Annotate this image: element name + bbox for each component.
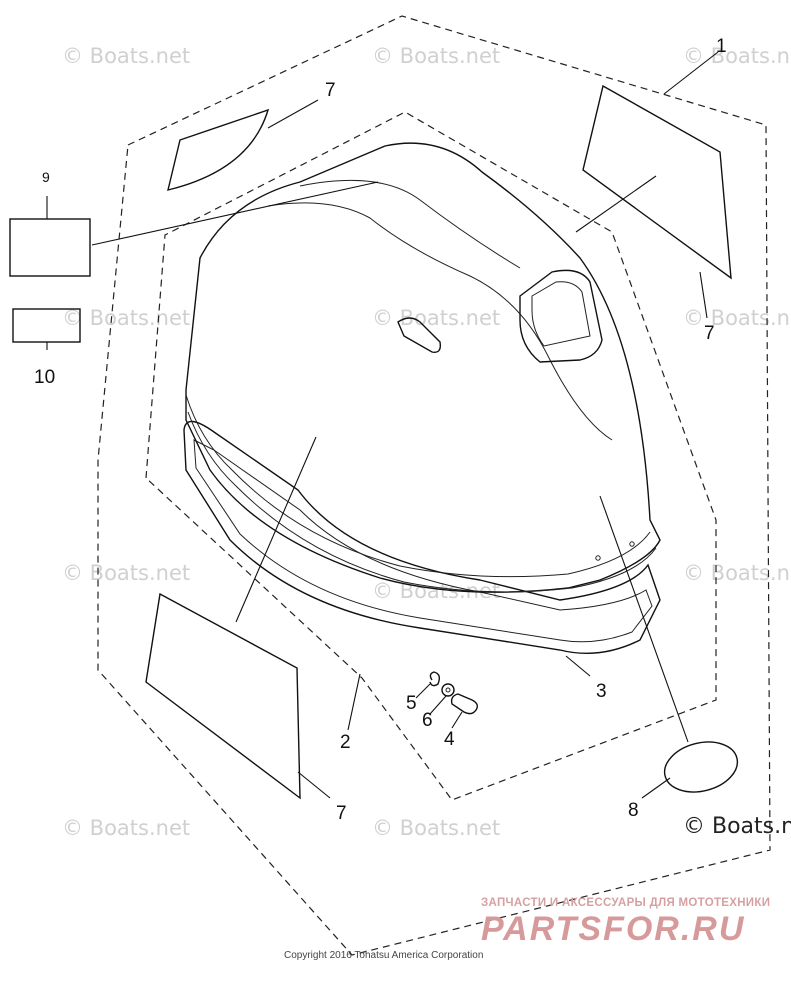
cowl-seal-inner (193, 439, 653, 643)
watermark-corner: © Boats.n (683, 814, 791, 839)
watermark: © Boats.net (683, 44, 791, 68)
callout-2: 2 (340, 732, 351, 753)
engine-cover-crease (267, 202, 613, 441)
engine-cover-crease-upper (299, 179, 521, 269)
screw-hole (595, 555, 601, 561)
callout-5: 5 (406, 693, 417, 714)
watermark: © Boats.net (62, 44, 190, 68)
brand-logo: PARTSFOR.RU (481, 910, 745, 948)
washer-hole (445, 687, 451, 693)
watermark: © Boats.net (372, 306, 500, 330)
clip-part-5 (429, 671, 441, 687)
copyright-text: Copyright 2016 Tohatsu America Corporati… (284, 950, 483, 961)
brand-tagline: ЗАПЧАСТИ И АКСЕССУАРЫ ДЛЯ МОТОТЕХНИКИ (481, 897, 770, 909)
decal-bottom-left (145, 592, 301, 800)
callout-7-bottom: 7 (336, 803, 347, 824)
cover-handle-recess (397, 317, 442, 353)
callout-7-right: 7 (704, 323, 715, 344)
watermark: © Boats.net (62, 561, 190, 585)
decal-right (582, 84, 732, 280)
cowl-seal (183, 420, 661, 654)
engine-cover-lip (185, 394, 651, 578)
watermark: © Boats.net (372, 816, 500, 840)
leader-lines (46, 51, 719, 799)
callout-7-top: 7 (325, 80, 336, 101)
air-intake-vent (519, 269, 603, 363)
emblem-oval (663, 741, 739, 793)
watermark-layer: © Boats.net © Boats.net © Boats.net © Bo… (62, 44, 791, 840)
watermark: © Boats.net (683, 306, 791, 330)
callout-6: 6 (422, 710, 433, 731)
watermark: © Boats.net (62, 306, 190, 330)
callout-1: 1 (716, 36, 727, 57)
engine-cover-body (185, 142, 661, 593)
assembly-outline-inner (145, 111, 717, 801)
screw-hole (629, 541, 635, 547)
pin-part-4 (450, 693, 479, 715)
watermark: © Boats.net (62, 816, 190, 840)
washer-part-6 (441, 683, 455, 697)
callout-3: 3 (596, 681, 607, 702)
label-plate-9 (9, 218, 91, 277)
watermark: © Boats.net (683, 561, 791, 585)
engine-cover-lip-lower (187, 411, 657, 593)
callout-9: 9 (42, 169, 50, 185)
assembly-outline-outer (97, 15, 771, 956)
decal-top-left (167, 108, 270, 191)
air-intake-vent-inner (531, 281, 591, 347)
callout-10: 10 (34, 367, 55, 388)
callout-8: 8 (628, 800, 639, 821)
watermark: © Boats.net (372, 44, 500, 68)
callout-4: 4 (444, 729, 455, 750)
